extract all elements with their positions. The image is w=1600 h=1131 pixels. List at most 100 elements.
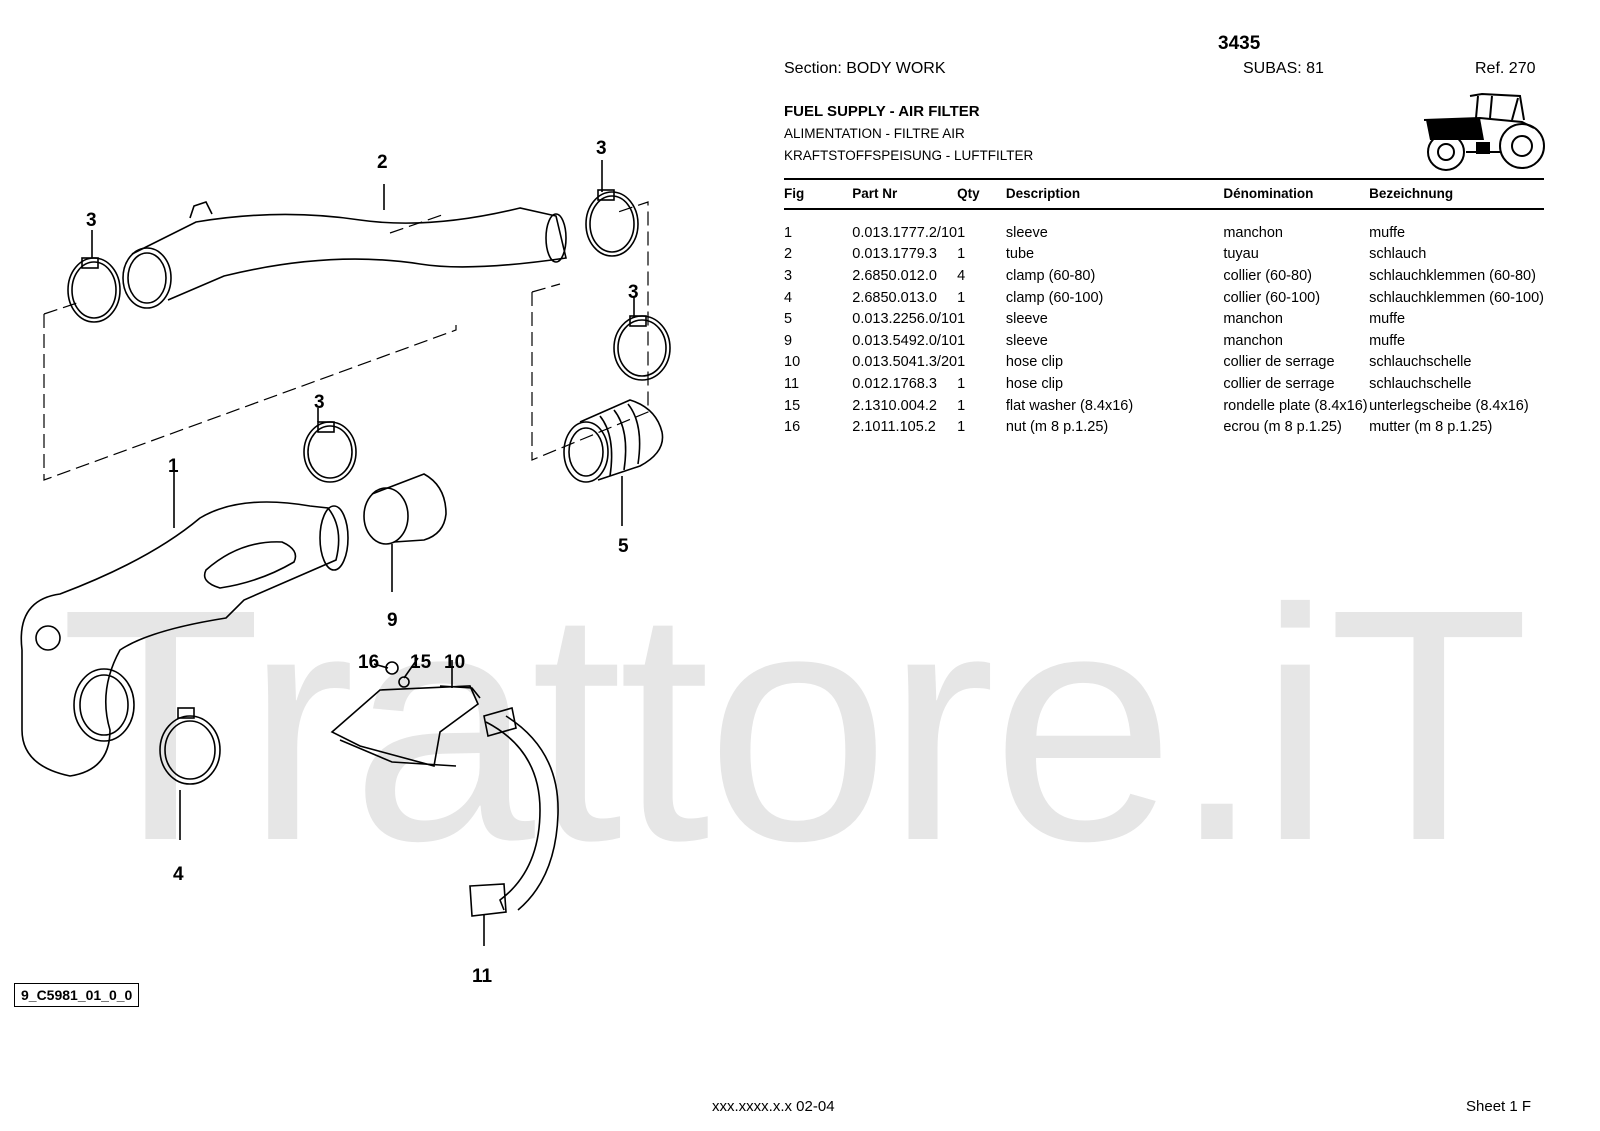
table-cell: muffe bbox=[1369, 332, 1406, 349]
col-header-fig: Fig bbox=[784, 178, 853, 210]
table-cell: 0.013.1777.2/10 bbox=[852, 224, 958, 241]
exploded-parts-drawing bbox=[20, 160, 671, 946]
table-cell: hose clip bbox=[1005, 375, 1064, 392]
tractor-icon bbox=[1423, 92, 1545, 171]
table-cell: 4 bbox=[784, 289, 793, 306]
table-cell: hose clip bbox=[1005, 354, 1064, 371]
table-row: 4 2.6850.013.0 1 clamp (60-100) collier (60-… bbox=[784, 287, 1544, 309]
table-cell: collier de serrage bbox=[1223, 354, 1335, 371]
table-cell: 1 bbox=[957, 289, 966, 306]
table-cell: 2.1011.105.2 bbox=[852, 419, 936, 436]
table-cell: clamp (60-80) bbox=[1005, 267, 1096, 284]
table-cell: 1 bbox=[957, 224, 966, 241]
callout-10: 10 bbox=[444, 652, 466, 673]
title-german: KRAFTSTOFFSPEISUNG - LUFTFILTER bbox=[784, 148, 1034, 163]
callout-5: 5 bbox=[618, 536, 629, 557]
callout-9: 9 bbox=[387, 610, 398, 631]
table-row: 11 0.012.1768.3 1 hose clip collier de serra… bbox=[784, 373, 1544, 395]
callout-16: 16 bbox=[358, 652, 380, 673]
footer-sheet: Sheet 1 F bbox=[1466, 1098, 1532, 1115]
title-french: ALIMENTATION - FILTRE AIR bbox=[784, 126, 965, 141]
table-cell: 2.6850.012.0 bbox=[852, 267, 937, 284]
footer-code: xxx.xxxx.x.x 02-04 bbox=[712, 1098, 835, 1115]
table-cell: schlauchschelle bbox=[1369, 354, 1472, 371]
model-number: 3435 bbox=[1218, 33, 1261, 54]
table-cell: 10 bbox=[784, 354, 801, 371]
table-cell: sleeve bbox=[1005, 311, 1048, 328]
col-header-description: Description bbox=[1005, 178, 1224, 210]
callout-1: 1 bbox=[168, 456, 179, 477]
table-cell: collier (60-100) bbox=[1223, 289, 1321, 306]
table-cell: 16 bbox=[784, 419, 801, 436]
table-cell: 15 bbox=[784, 397, 801, 414]
table-cell: 2.1310.004.2 bbox=[852, 397, 937, 414]
table-cell: muffe bbox=[1369, 311, 1406, 328]
table-cell: clamp (60-100) bbox=[1005, 289, 1104, 306]
table-cell: mutter (m 8 p.1.25) bbox=[1369, 419, 1493, 436]
table-cell: 1 bbox=[784, 224, 793, 241]
table-cell: manchon bbox=[1223, 332, 1283, 349]
table-cell: 1 bbox=[957, 375, 966, 392]
table-row: 3 2.6850.012.0 4 clamp (60-80) collier (60-8… bbox=[784, 265, 1544, 287]
table-cell: sleeve bbox=[1005, 224, 1048, 241]
table-cell: 0.012.1768.3 bbox=[852, 375, 937, 392]
table-row: 16 2.1011.105.2 1 nut (m 8 p.1.25) ecrou (m … bbox=[784, 416, 1544, 438]
table-cell: schlauchschelle bbox=[1369, 375, 1472, 392]
table-cell: sleeve bbox=[1005, 332, 1048, 349]
callout-3-left: 3 bbox=[86, 210, 97, 231]
table-cell: 5 bbox=[784, 311, 793, 328]
table-cell: ecrou (m 8 p.1.25) bbox=[1223, 419, 1342, 436]
table-cell: 1 bbox=[957, 419, 966, 436]
watermark: Trattore.iT bbox=[60, 540, 1530, 909]
table-cell: flat washer (8.4x16) bbox=[1005, 397, 1134, 414]
table-cell: 3 bbox=[784, 267, 793, 284]
table-cell: tuyau bbox=[1223, 246, 1259, 263]
callout-3-middle: 3 bbox=[314, 392, 325, 413]
table-cell: tube bbox=[1005, 246, 1035, 263]
table-cell: 1 bbox=[957, 311, 966, 328]
table-row: 15 2.1310.004.2 1 flat washer (8.4x16) ronde… bbox=[784, 395, 1544, 417]
table-cell: collier de serrage bbox=[1223, 375, 1335, 392]
table-cell: 1 bbox=[957, 332, 966, 349]
col-header-qty: Qty bbox=[957, 178, 1006, 210]
table-cell: 1 bbox=[957, 246, 966, 263]
table-cell: manchon bbox=[1223, 224, 1283, 241]
table-cell: 11 bbox=[784, 375, 800, 392]
table-cell: manchon bbox=[1223, 311, 1283, 328]
parts-table: Fig Part Nr Qty Description Dénomination… bbox=[784, 178, 1544, 438]
callout-3-right: 3 bbox=[628, 282, 639, 303]
callout-4: 4 bbox=[173, 864, 184, 885]
table-cell: collier (60-80) bbox=[1223, 267, 1312, 284]
table-cell: 4 bbox=[957, 267, 966, 284]
table-cell: 1 bbox=[957, 354, 966, 371]
table-cell: rondelle plate (8.4x16) bbox=[1223, 397, 1368, 414]
col-header-part-nr: Part Nr bbox=[852, 178, 958, 210]
table-cell: muffe bbox=[1369, 224, 1406, 241]
col-header-bezeichnung: Bezeichnung bbox=[1369, 178, 1544, 210]
callout-3-top-right: 3 bbox=[596, 138, 607, 159]
figure-reference: 9_C5981_01_0_0 bbox=[14, 983, 140, 1007]
callout-15: 15 bbox=[410, 652, 432, 673]
title-english: FUEL SUPPLY - AIR FILTER bbox=[784, 103, 980, 120]
table-cell: 0.013.2256.0/10 bbox=[852, 311, 958, 328]
table-cell: 1 bbox=[957, 397, 966, 414]
table-cell: nut (m 8 p.1.25) bbox=[1005, 419, 1109, 436]
callout-11: 11 bbox=[472, 966, 493, 987]
table-cell: schlauchklemmen (60-100) bbox=[1369, 289, 1544, 306]
table-cell: schlauchklemmen (60-80) bbox=[1369, 267, 1536, 284]
callout-2: 2 bbox=[377, 152, 388, 173]
table-cell: schlauch bbox=[1369, 246, 1427, 263]
table-cell: 0.013.1779.3 bbox=[852, 246, 937, 263]
table-cell: 2 bbox=[784, 246, 793, 263]
table-cell: 0.013.5041.3/20 bbox=[852, 354, 958, 371]
ref-label: Ref. 270 bbox=[1475, 60, 1536, 77]
subas-label: SUBAS: 81 bbox=[1243, 60, 1324, 77]
section-label: Section: BODY WORK bbox=[784, 60, 946, 77]
table-cell: 9 bbox=[784, 332, 793, 349]
table-cell: 2.6850.013.0 bbox=[852, 289, 937, 306]
table-cell: 0.013.5492.0/10 bbox=[852, 332, 958, 349]
